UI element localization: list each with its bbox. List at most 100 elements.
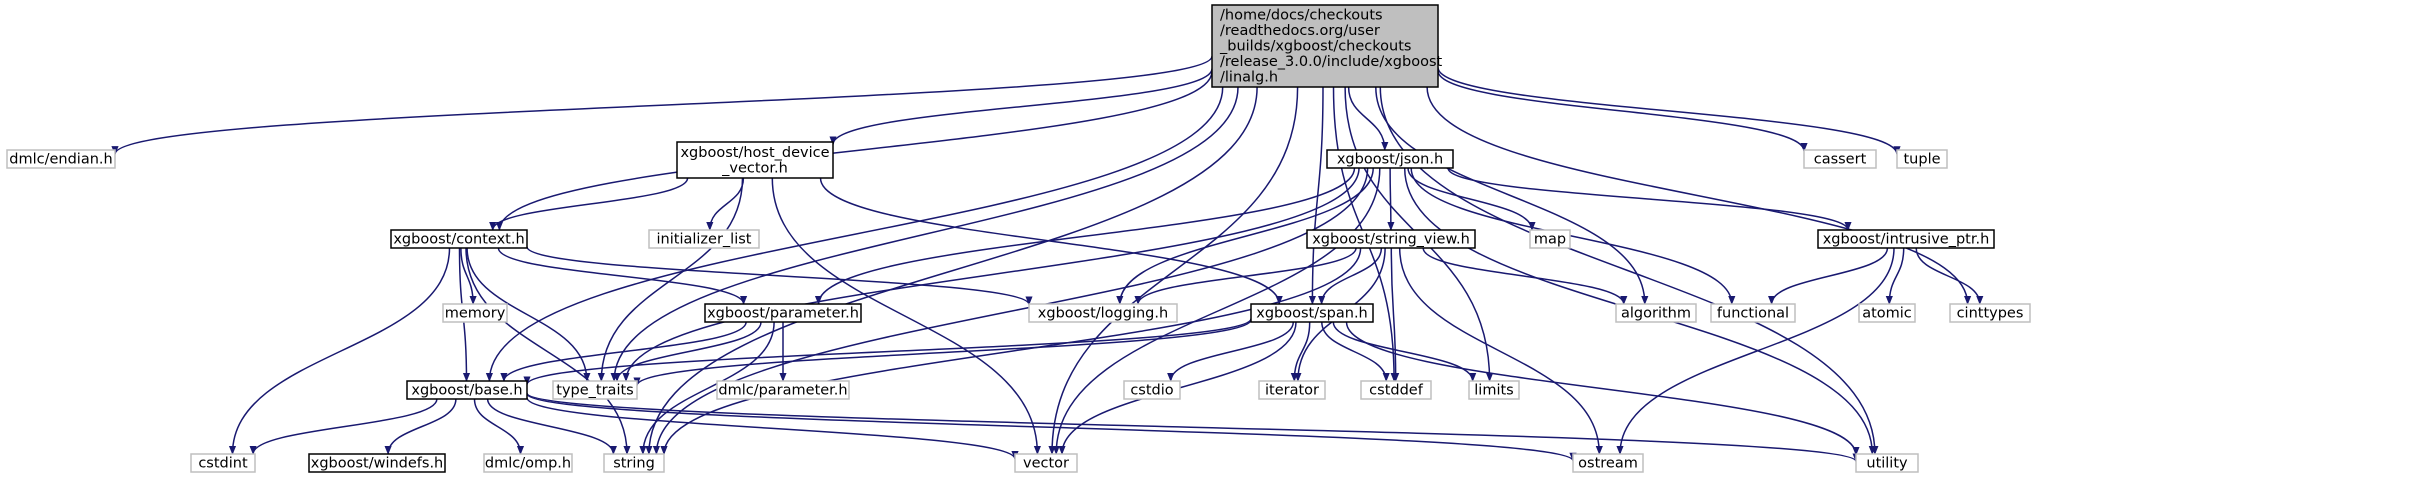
node-label: cstdint — [198, 456, 248, 472]
node-box — [1211, 4, 1439, 88]
edge-string_view-to-span — [1318, 247, 1383, 305]
node-type-traits: type_traits — [552, 380, 638, 400]
edge-span-to-base — [523, 317, 1252, 386]
node-utility: utility — [1855, 453, 1919, 473]
node-label: xgboost/windefs.h — [311, 456, 444, 472]
edge-json-to-intrusive_ptr — [1447, 167, 1852, 231]
edge-json-to-functional — [1410, 167, 1736, 305]
node-cstdio: cstdio — [1123, 380, 1181, 400]
edge-base-to-vector — [526, 397, 1019, 460]
node-box — [1817, 229, 1995, 249]
node-string: string — [603, 453, 665, 473]
node-label: _builds/xgboost/checkouts — [1219, 39, 1411, 55]
node-label: /readthedocs.org/user — [1220, 23, 1380, 39]
node-box — [6, 149, 116, 169]
node-box — [648, 229, 760, 249]
node-label: string — [613, 456, 655, 472]
node-iterator: iterator — [1258, 380, 1326, 400]
node-intrusive-ptr[interactable]: xgboost/intrusive_ptr.h — [1817, 229, 1995, 249]
edge-json-to-map — [1407, 167, 1536, 231]
edge-json-to-string_view — [1387, 167, 1395, 231]
node-root[interactable]: /home/docs/checkouts/readthedocs.org/use… — [1211, 4, 1442, 88]
edge-intrusive_ptr-to-atomic — [1885, 247, 1905, 305]
node-label: xgboost/base.h — [411, 383, 522, 399]
edge-parameter-to-string — [639, 321, 775, 455]
edge-json-to-parameter — [814, 167, 1356, 305]
node-limits: limits — [1468, 380, 1520, 400]
edge-base-to-omp — [473, 398, 525, 455]
node-label: iterator — [1265, 383, 1319, 399]
edge-root-to-type_traits — [610, 86, 1239, 382]
node-label: functional — [1717, 306, 1789, 322]
edge-context-to-cstdint — [228, 247, 451, 455]
node-box — [1360, 380, 1432, 400]
node-box — [1949, 303, 2031, 323]
node-box — [1803, 149, 1877, 169]
node-omp: dmlc/omp.h — [483, 453, 573, 473]
node-label: cstdio — [1130, 383, 1173, 399]
node-cinttypes: cinttypes — [1949, 303, 2031, 323]
node-label: limits — [1474, 383, 1513, 399]
node-span[interactable]: xgboost/span.h — [1250, 303, 1374, 323]
node-box — [1855, 453, 1919, 473]
edge-root-to-endian — [111, 55, 1213, 156]
node-label: xgboost/intrusive_ptr.h — [1823, 232, 1990, 248]
edge-host_device-to-type_traits — [597, 177, 744, 382]
edge-span-to-cstddef — [1321, 321, 1390, 382]
edge-string_view-to-cstddef — [1390, 247, 1400, 382]
node-box — [676, 141, 834, 179]
edge-root-to-context — [495, 71, 1213, 231]
edge-span-to-type_traits — [633, 319, 1252, 387]
node-windefs[interactable]: xgboost/windefs.h — [308, 453, 446, 473]
node-base[interactable]: xgboost/base.h — [406, 380, 528, 400]
node-box — [1258, 380, 1326, 400]
node-label: xgboost/string_view.h — [1312, 232, 1470, 248]
node-label: dmlc/endian.h — [9, 152, 112, 168]
node-box — [603, 453, 665, 473]
node-box — [1250, 303, 1374, 323]
edge-span-to-iterator — [1290, 321, 1311, 382]
node-parameter[interactable]: xgboost/parameter.h — [704, 303, 862, 323]
node-box — [1858, 303, 1916, 323]
node-json[interactable]: xgboost/json.h — [1326, 149, 1454, 169]
node-label: xgboost/parameter.h — [707, 306, 859, 322]
edge-span-to-cstdio — [1167, 321, 1295, 382]
edge-base-to-utility — [526, 392, 1860, 463]
edge-base-to-cstdint — [249, 398, 438, 455]
node-context[interactable]: xgboost/context.h — [390, 229, 528, 249]
edge-string_view-to-string — [660, 247, 1362, 455]
edge-string_view-to-ostream — [1398, 247, 1603, 455]
node-endian: dmlc/endian.h — [6, 149, 116, 169]
node-label: xgboost/span.h — [1256, 306, 1368, 322]
node-box — [1529, 229, 1571, 249]
node-label: xgboost/host_device — [680, 145, 829, 161]
node-box — [483, 453, 573, 473]
edge-json-to-type_traits — [622, 167, 1360, 382]
edge-json-to-vector — [1052, 167, 1381, 455]
node-ostream: ostream — [1572, 453, 1644, 473]
edge-span-to-limits — [1332, 321, 1477, 382]
node-label: tuple — [1903, 152, 1940, 168]
node-cstdint: cstdint — [190, 453, 256, 473]
edge-root-to-host_device — [829, 68, 1213, 146]
edge-base-to-ostream — [526, 393, 1577, 462]
edge-host_device-to-vector — [771, 177, 1041, 455]
edge-root-to-string — [645, 86, 1258, 455]
node-cstddef: cstddef — [1360, 380, 1432, 400]
node-box — [442, 303, 508, 323]
edge-parameter-to-type_traits — [613, 321, 762, 382]
node-label: /release_3.0.0/include/xgboost — [1220, 54, 1442, 70]
node-vector: vector — [1014, 453, 1078, 473]
node-label: type_traits — [556, 383, 633, 399]
node-label: xgboost/context.h — [393, 232, 524, 248]
node-cassert: cassert — [1803, 149, 1877, 169]
edge-parameter-to-base — [500, 321, 747, 382]
edge-base-to-windefs — [384, 398, 457, 455]
node-box — [704, 303, 862, 323]
edge-span-to-utility — [1345, 321, 1860, 456]
node-host-device[interactable]: xgboost/host_device_vector.h — [676, 141, 834, 179]
edge-root-to-cinttypes — [1426, 86, 1972, 305]
node-string-view[interactable]: xgboost/string_view.h — [1306, 229, 1476, 249]
edge-intrusive_ptr-to-cinttypes — [1915, 247, 1984, 305]
